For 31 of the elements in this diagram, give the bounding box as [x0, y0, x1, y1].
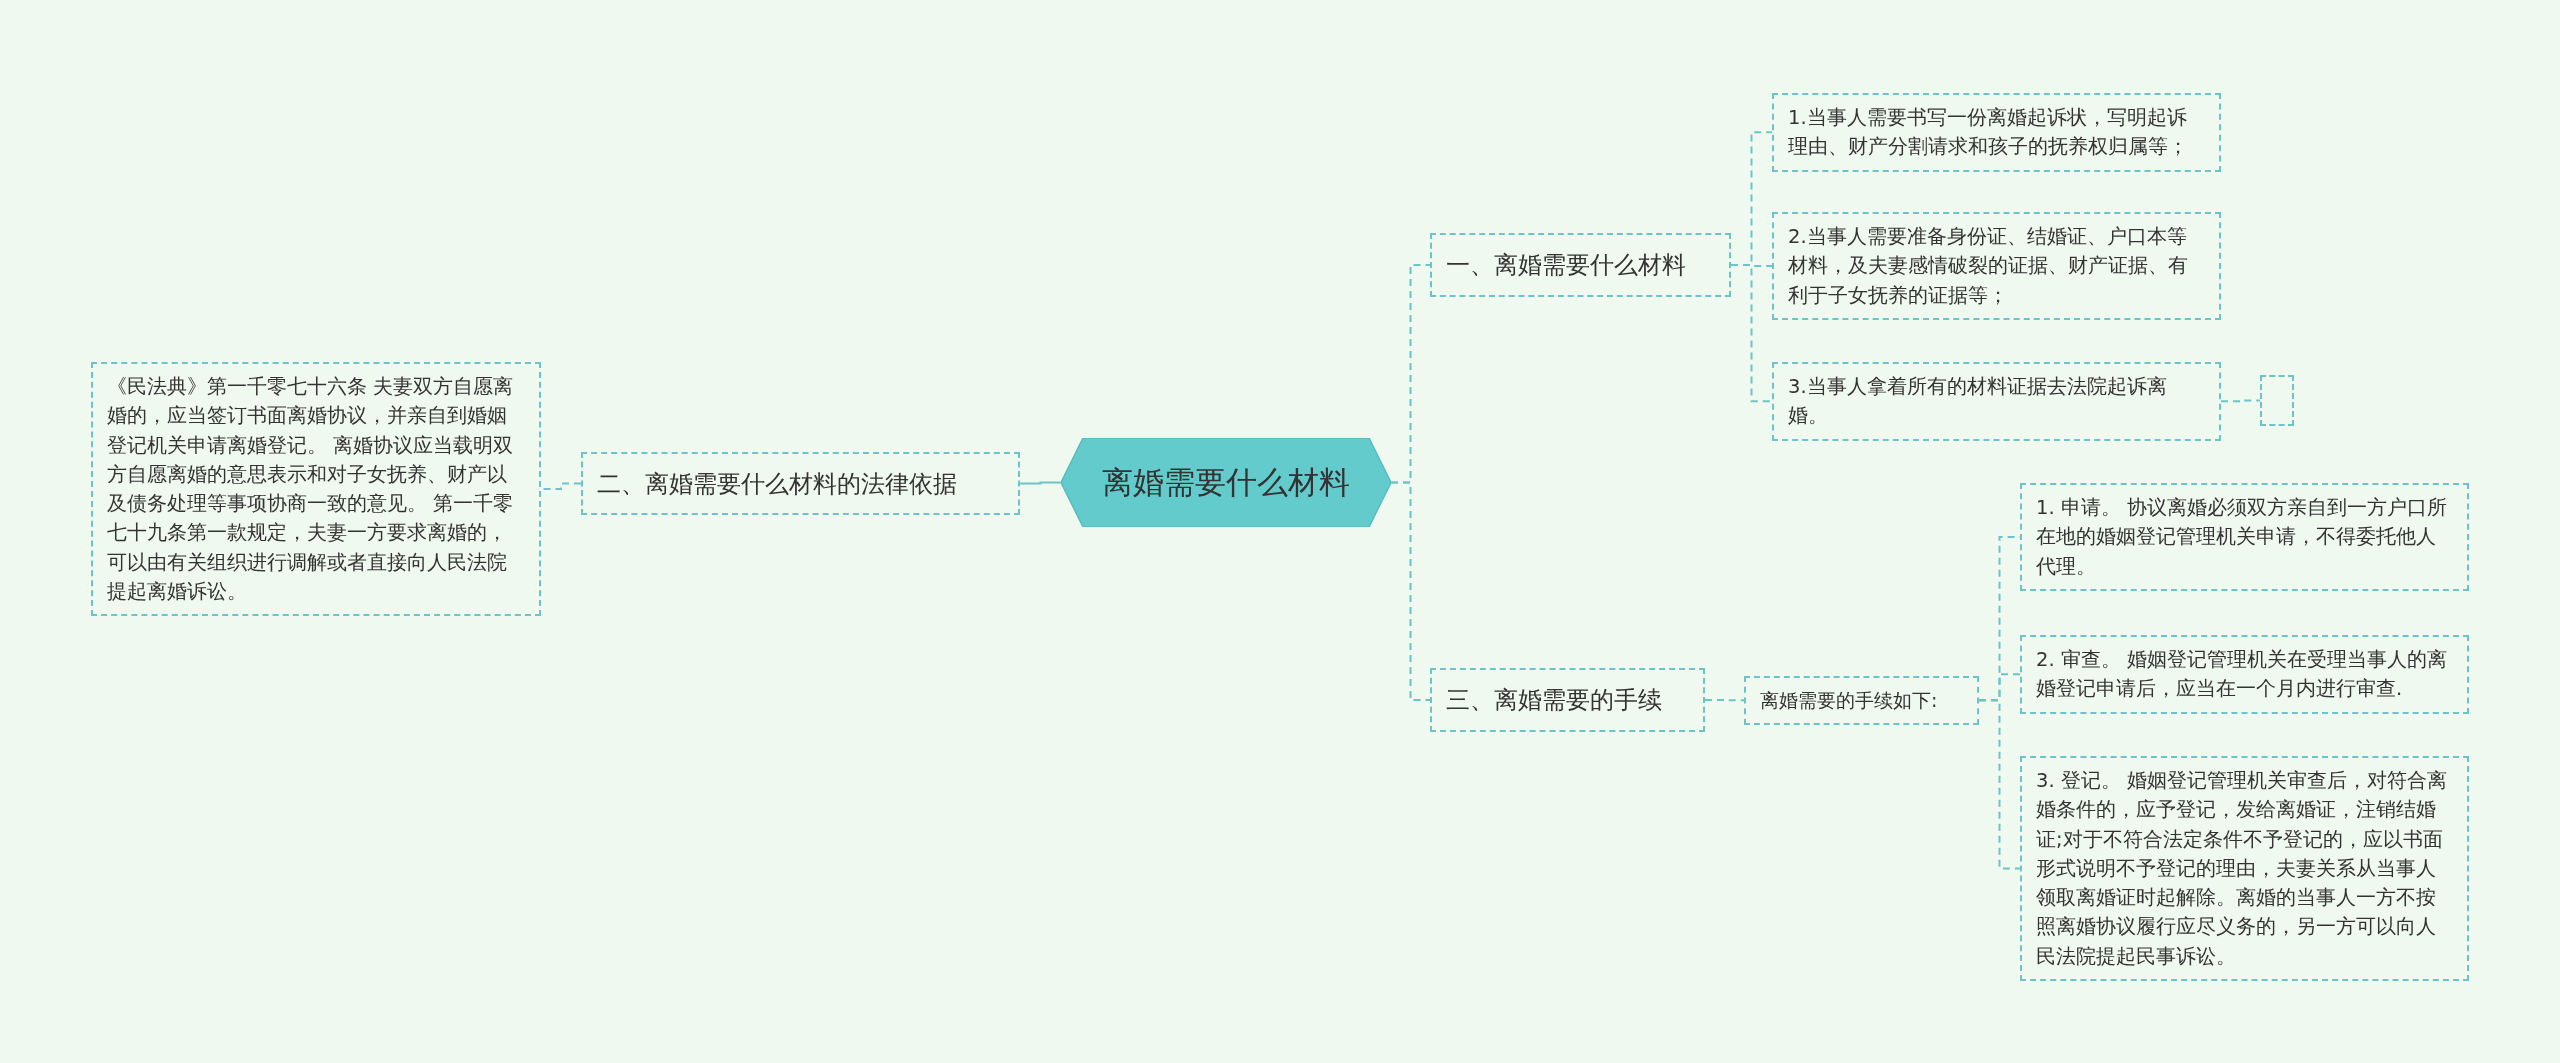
text-box	[1772, 362, 2221, 441]
node-text: 1.当事人需要书写一份离婚起诉状，写明起诉理由、财产分割请求和孩子的抚养权归属等；	[1788, 105, 2189, 161]
branch-topic	[1430, 233, 1731, 297]
connector-line	[1704, 699, 1745, 702]
text-box	[2020, 483, 2469, 591]
connector-line	[1978, 699, 2021, 870]
node-text: 2.当事人需要准备身份证、结婚证、户口本等材料，及夫妻感情破裂的证据、财产证据、有利于子女抚养的证据等；	[1788, 224, 2189, 309]
node-text: 《民法典》第一千零七十六条 夫妻双方自愿离婚的，应当签订书面离婚协议，并亲自到婚姻登记机关申请离婚登记。 离婚协议应当载明双方自愿离婚的意思表示和对子女抚养、财产以及债务处理等事项协商一致的意见。 第一千零七十九条第一款规定，夫妻一方要求离婚的，可以由有关组织进行调解或者直接向人民法院提起离婚诉讼。	[107, 374, 515, 605]
text-box	[1772, 93, 2221, 172]
node-text: 离婚需要什么材料	[1101, 463, 1351, 503]
node-text: 2. 审查。 婚姻登记管理机关在受理当事人的离婚登记申请后，应当在一个月内进行审查.	[2036, 647, 2448, 703]
node-text: 1. 申请。 协议离婚必须双方亲自到一方户口所在地的婚姻登记管理机关申请，不得委托他人代理。	[2036, 495, 2448, 580]
text-box	[1772, 212, 2221, 320]
node-text: 三、离婚需要的手续	[1446, 685, 1663, 716]
branch-topic	[1430, 668, 1705, 732]
node-text: 3.当事人拿着所有的材料证据去法院起诉离婚。	[1788, 374, 2168, 430]
connector-line	[1019, 481, 1062, 485]
empty-box	[2260, 375, 2294, 426]
node-text: 一、离婚需要什么材料	[1446, 250, 1687, 281]
text-box	[91, 362, 541, 616]
hexagon-topic	[1061, 438, 1391, 527]
text-box	[2020, 635, 2469, 714]
connector-line	[2220, 399, 2261, 403]
node-text: 3. 登记。 婚姻登记管理机关审查后，对符合离婚条件的，应予登记，发给离婚证，注销结婚证;对于不符合法定条件不予登记的，应以书面形式说明不予登记的理由，夫妻关系从当事人领取离婚证时起解除。离婚的当事人一方不按照离婚协议履行应尽义务的，另一方可以向人民法院提起民事诉讼。	[2036, 768, 2448, 970]
text-box	[2020, 756, 2469, 981]
branch-topic	[581, 452, 1020, 515]
connector-line	[1730, 264, 1773, 403]
subtopic-box	[1744, 676, 1979, 725]
node-text: 离婚需要的手续如下:	[1760, 688, 1939, 713]
node-text: 二、离婚需要什么材料的法律依据	[597, 468, 958, 500]
connector-line	[1390, 481, 1431, 701]
